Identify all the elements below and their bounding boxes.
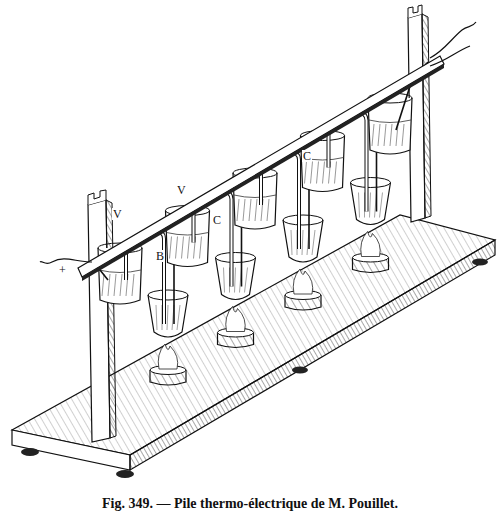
hatch-stroke	[323, 162, 325, 184]
terminal-sign: +	[58, 264, 67, 276]
hatch-stroke	[114, 274, 116, 296]
hatch-stroke	[102, 274, 104, 296]
hatch-stroke	[402, 124, 404, 146]
jar-letter: B	[155, 250, 165, 262]
terminal-wire	[430, 46, 470, 66]
bar-letter: V	[112, 208, 123, 220]
terminal-wire	[430, 22, 476, 58]
hatch-stroke	[302, 230, 303, 255]
hatch-stroke	[384, 124, 386, 146]
hatch-stroke	[108, 274, 110, 296]
hatch-stroke	[370, 193, 371, 218]
hatch-stroke	[224, 268, 225, 293]
base-board	[12, 215, 495, 478]
hot-cup-on-lamp	[283, 215, 323, 310]
hatch-stroke	[237, 199, 239, 221]
hatch-stroke	[200, 237, 202, 259]
hatch-stroke	[188, 237, 190, 259]
water-line	[167, 233, 209, 236]
hatch-stroke	[255, 199, 257, 221]
hatch-stroke	[359, 193, 360, 218]
hatch-stroke	[380, 193, 383, 218]
hot-cup	[283, 220, 323, 262]
hot-cup-on-lamp	[351, 178, 391, 273]
water-line	[234, 195, 276, 198]
cup-rim	[216, 253, 256, 263]
hatch-stroke	[235, 268, 236, 293]
hatch-stroke	[378, 124, 380, 146]
hatch-stroke	[305, 162, 307, 184]
hatch-stroke	[120, 274, 122, 296]
flame	[158, 344, 177, 369]
hatch-stroke	[311, 162, 313, 184]
hatch-stroke	[291, 230, 292, 255]
cup-rim	[148, 290, 188, 300]
hatch-stroke	[132, 274, 134, 296]
hatch-stroke	[267, 199, 269, 221]
hatch-stroke	[245, 268, 248, 293]
hot-cup-on-lamp	[216, 253, 256, 348]
hatch-stroke	[182, 237, 184, 259]
hatch-stroke	[312, 230, 315, 255]
flame	[226, 307, 245, 332]
hatch-stroke	[243, 199, 245, 221]
hatch-stroke	[390, 124, 392, 146]
hatch-stroke	[335, 162, 337, 184]
hatch-stroke	[167, 305, 168, 330]
hot-cup	[351, 183, 391, 225]
support-rail	[78, 56, 444, 281]
hatch-stroke	[177, 305, 180, 330]
hatch-stroke	[176, 237, 178, 259]
cup-rim	[351, 178, 391, 188]
hot-cup	[148, 295, 188, 337]
hatch-stroke	[249, 199, 251, 221]
cup-rim	[283, 215, 323, 225]
thermo-elements	[92, 62, 428, 385]
hatch-stroke	[170, 237, 172, 259]
water-line	[99, 270, 141, 273]
water-line	[369, 120, 411, 123]
terminal-wire	[40, 259, 92, 264]
hatch-stroke	[317, 162, 319, 184]
flame	[293, 269, 312, 294]
bar-letter: V	[176, 184, 187, 196]
figure-caption: Fig. 349. — Pile thermo-électrique de M.…	[0, 496, 500, 512]
hot-cup	[216, 258, 256, 300]
cup-letter: C	[302, 150, 312, 162]
hot-cup-on-lamp	[148, 290, 188, 385]
flame	[361, 232, 380, 257]
hatch-stroke	[156, 305, 157, 330]
cup-letter: C	[212, 214, 222, 226]
hatch-stroke	[372, 124, 374, 146]
left-post	[88, 190, 116, 442]
